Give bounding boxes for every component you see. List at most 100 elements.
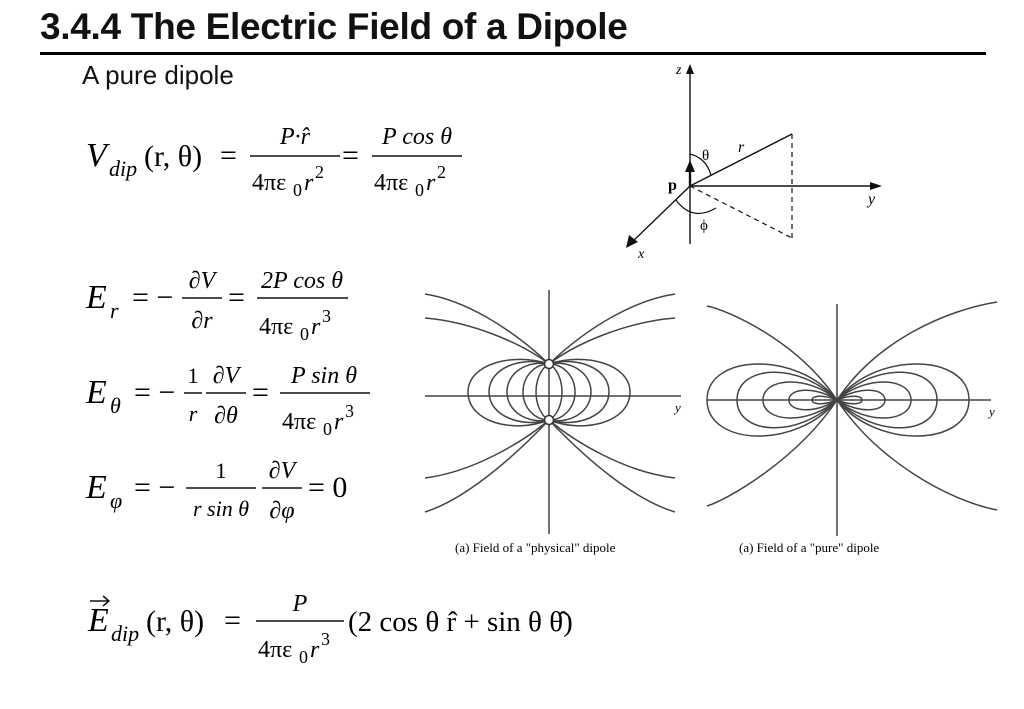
v-dip-equals-2: = (342, 139, 359, 172)
physical-field-line (424, 419, 676, 513)
theta-label: θ (702, 148, 709, 164)
e-phi-frac0-den: r sin θ (193, 496, 249, 521)
dipole-arrow-icon (685, 160, 695, 172)
physical-y-label: y (673, 400, 681, 415)
equation-e-phi: E φ = − 1 r sin θ ∂V ∂φ = 0 (85, 458, 347, 524)
e-dip-rhs: (2 cos θ r̂ + sin θ θ̂) (348, 606, 573, 638)
pure-field-line (736, 371, 938, 429)
e-theta-frac1-den: ∂θ (214, 403, 238, 429)
v-dip-frac2-den-tail: r (426, 170, 436, 196)
equation-e-r: E r = − ∂V ∂r = 2P cos θ 4πε 0 r 3 (85, 268, 348, 344)
e-r-frac1-den: ∂r (191, 308, 213, 334)
v-dip-lhs-sub: dip (109, 156, 137, 181)
e-phi-frac0-num: 1 (216, 458, 227, 483)
v-dip-frac2-den-sub: 0 (415, 180, 424, 200)
z-axis-arrow-icon (686, 64, 694, 74)
physical-field-line (535, 363, 563, 421)
e-r-frac1-num: ∂V (189, 268, 218, 294)
phi-label: ϕ (700, 218, 708, 234)
x-axis (629, 185, 691, 245)
y-axis-arrow-icon (870, 182, 882, 190)
e-theta-equals-2: = (252, 376, 269, 409)
v-dip-frac2-num: P cos θ (381, 124, 452, 150)
z-axis-label: z (675, 63, 682, 78)
v-dip-frac2-den-pow: 2 (437, 162, 446, 182)
e-phi-frac1-den: ∂φ (269, 498, 294, 524)
e-phi-frac1-num: ∂V (269, 458, 298, 484)
page-title: 3.4.4 The Electric Field of a Dipole (40, 6, 628, 47)
e-r-frac2-den-pow: 3 (322, 306, 331, 326)
equation-e-theta: E θ = − 1 r ∂V ∂θ = P sin θ 4πε 0 r 3 (85, 363, 370, 439)
physical-field-line (424, 317, 676, 365)
subtitle: A pure dipole (82, 60, 234, 90)
e-dip-frac-num: P (292, 591, 308, 617)
vector-arrow-icon (90, 595, 111, 607)
coordinate-diagram: z y x p r θ ϕ (626, 63, 882, 262)
field-plot-pure: y (a) Field of a "pure" dipole (706, 301, 998, 555)
x-axis-label: x (637, 247, 645, 262)
negative-charge-icon (543, 414, 555, 426)
pure-field-line (706, 301, 998, 401)
e-dip-lhs-symbol: E (87, 602, 109, 639)
e-theta-frac0-num: 1 (188, 363, 199, 388)
e-theta-frac2-den-pow: 3 (345, 401, 354, 421)
pure-caption: (a) Field of a "pure" dipole (739, 540, 879, 555)
v-dip-frac1-den-sub: 0 (293, 180, 302, 200)
pure-field-line (788, 389, 886, 411)
e-r-lhs-symbol: E (85, 279, 107, 316)
e-theta-frac1-num: ∂V (213, 363, 242, 389)
pure-field-line (762, 381, 912, 419)
e-r-frac2-num: 2P cos θ (261, 268, 343, 294)
v-dip-frac1-den: 4πε (252, 170, 286, 196)
e-dip-lhs-sub: dip (111, 621, 139, 646)
e-phi-equals: = − (134, 471, 175, 504)
e-dip-equals: = (224, 604, 241, 637)
v-dip-args: (r, θ) (144, 140, 202, 173)
e-r-frac2-den-sub: 0 (300, 324, 309, 344)
physical-field-line (506, 362, 592, 422)
y-axis-label: y (866, 191, 876, 208)
e-phi-lhs-symbol: E (85, 469, 107, 506)
e-dip-frac-den-sub: 0 (299, 647, 308, 667)
positive-charge-icon (543, 358, 555, 370)
e-theta-frac0-den: r (189, 401, 198, 426)
e-dip-args: (r, θ) (146, 605, 204, 638)
phi-arc (675, 199, 717, 215)
v-dip-equals: = (220, 139, 237, 172)
e-r-equals: = − (132, 281, 173, 314)
v-dip-frac1-num: P·r̂ (279, 124, 311, 150)
e-theta-lhs-symbol: E (85, 374, 107, 411)
e-r-frac2-den: 4πε (259, 314, 293, 340)
v-dip-frac2-den: 4πε (374, 170, 408, 196)
pure-y-label: y (987, 404, 995, 419)
e-theta-frac2-den-sub: 0 (323, 419, 332, 439)
e-theta-lhs-sub: θ (110, 393, 121, 418)
physical-field-line (522, 363, 576, 421)
e-phi-lhs-sub: φ (110, 488, 122, 513)
physical-field-line (424, 419, 676, 479)
pure-field-line (811, 395, 863, 405)
e-dip-frac-den-tail: r (310, 637, 320, 663)
physical-field-line (488, 360, 610, 424)
e-theta-equals: = − (134, 376, 175, 409)
v-dip-frac1-den-tail: r (304, 170, 314, 196)
physical-caption: (a) Field of a "physical" dipole (455, 540, 616, 555)
projection-horizontal (689, 185, 793, 239)
e-phi-rhs: = 0 (308, 471, 347, 504)
equation-v-dip: V dip (r, θ) = P·r̂ 4πε 0 r 2 = P cos θ … (86, 124, 462, 200)
e-dip-frac-den-pow: 3 (321, 629, 330, 649)
e-theta-frac2-den: 4πε (282, 409, 316, 435)
x-axis-arrow-icon (626, 235, 638, 248)
v-dip-lhs-symbol: V (86, 137, 111, 174)
v-dip-frac1-den-pow: 2 (315, 162, 324, 182)
pure-field-line (706, 399, 998, 511)
e-r-lhs-sub: r (110, 298, 119, 323)
e-r-equals-2: = (228, 281, 245, 314)
pure-field-line (706, 363, 970, 437)
title-rule (40, 52, 986, 55)
r-label: r (738, 139, 745, 156)
e-theta-frac2-den-tail: r (334, 409, 344, 435)
equation-e-dip: E dip (r, θ) = P 4πε 0 r 3 (2 cos θ r̂ +… (87, 591, 573, 667)
theta-arc (689, 153, 712, 176)
e-r-frac2-den-tail: r (311, 314, 321, 340)
